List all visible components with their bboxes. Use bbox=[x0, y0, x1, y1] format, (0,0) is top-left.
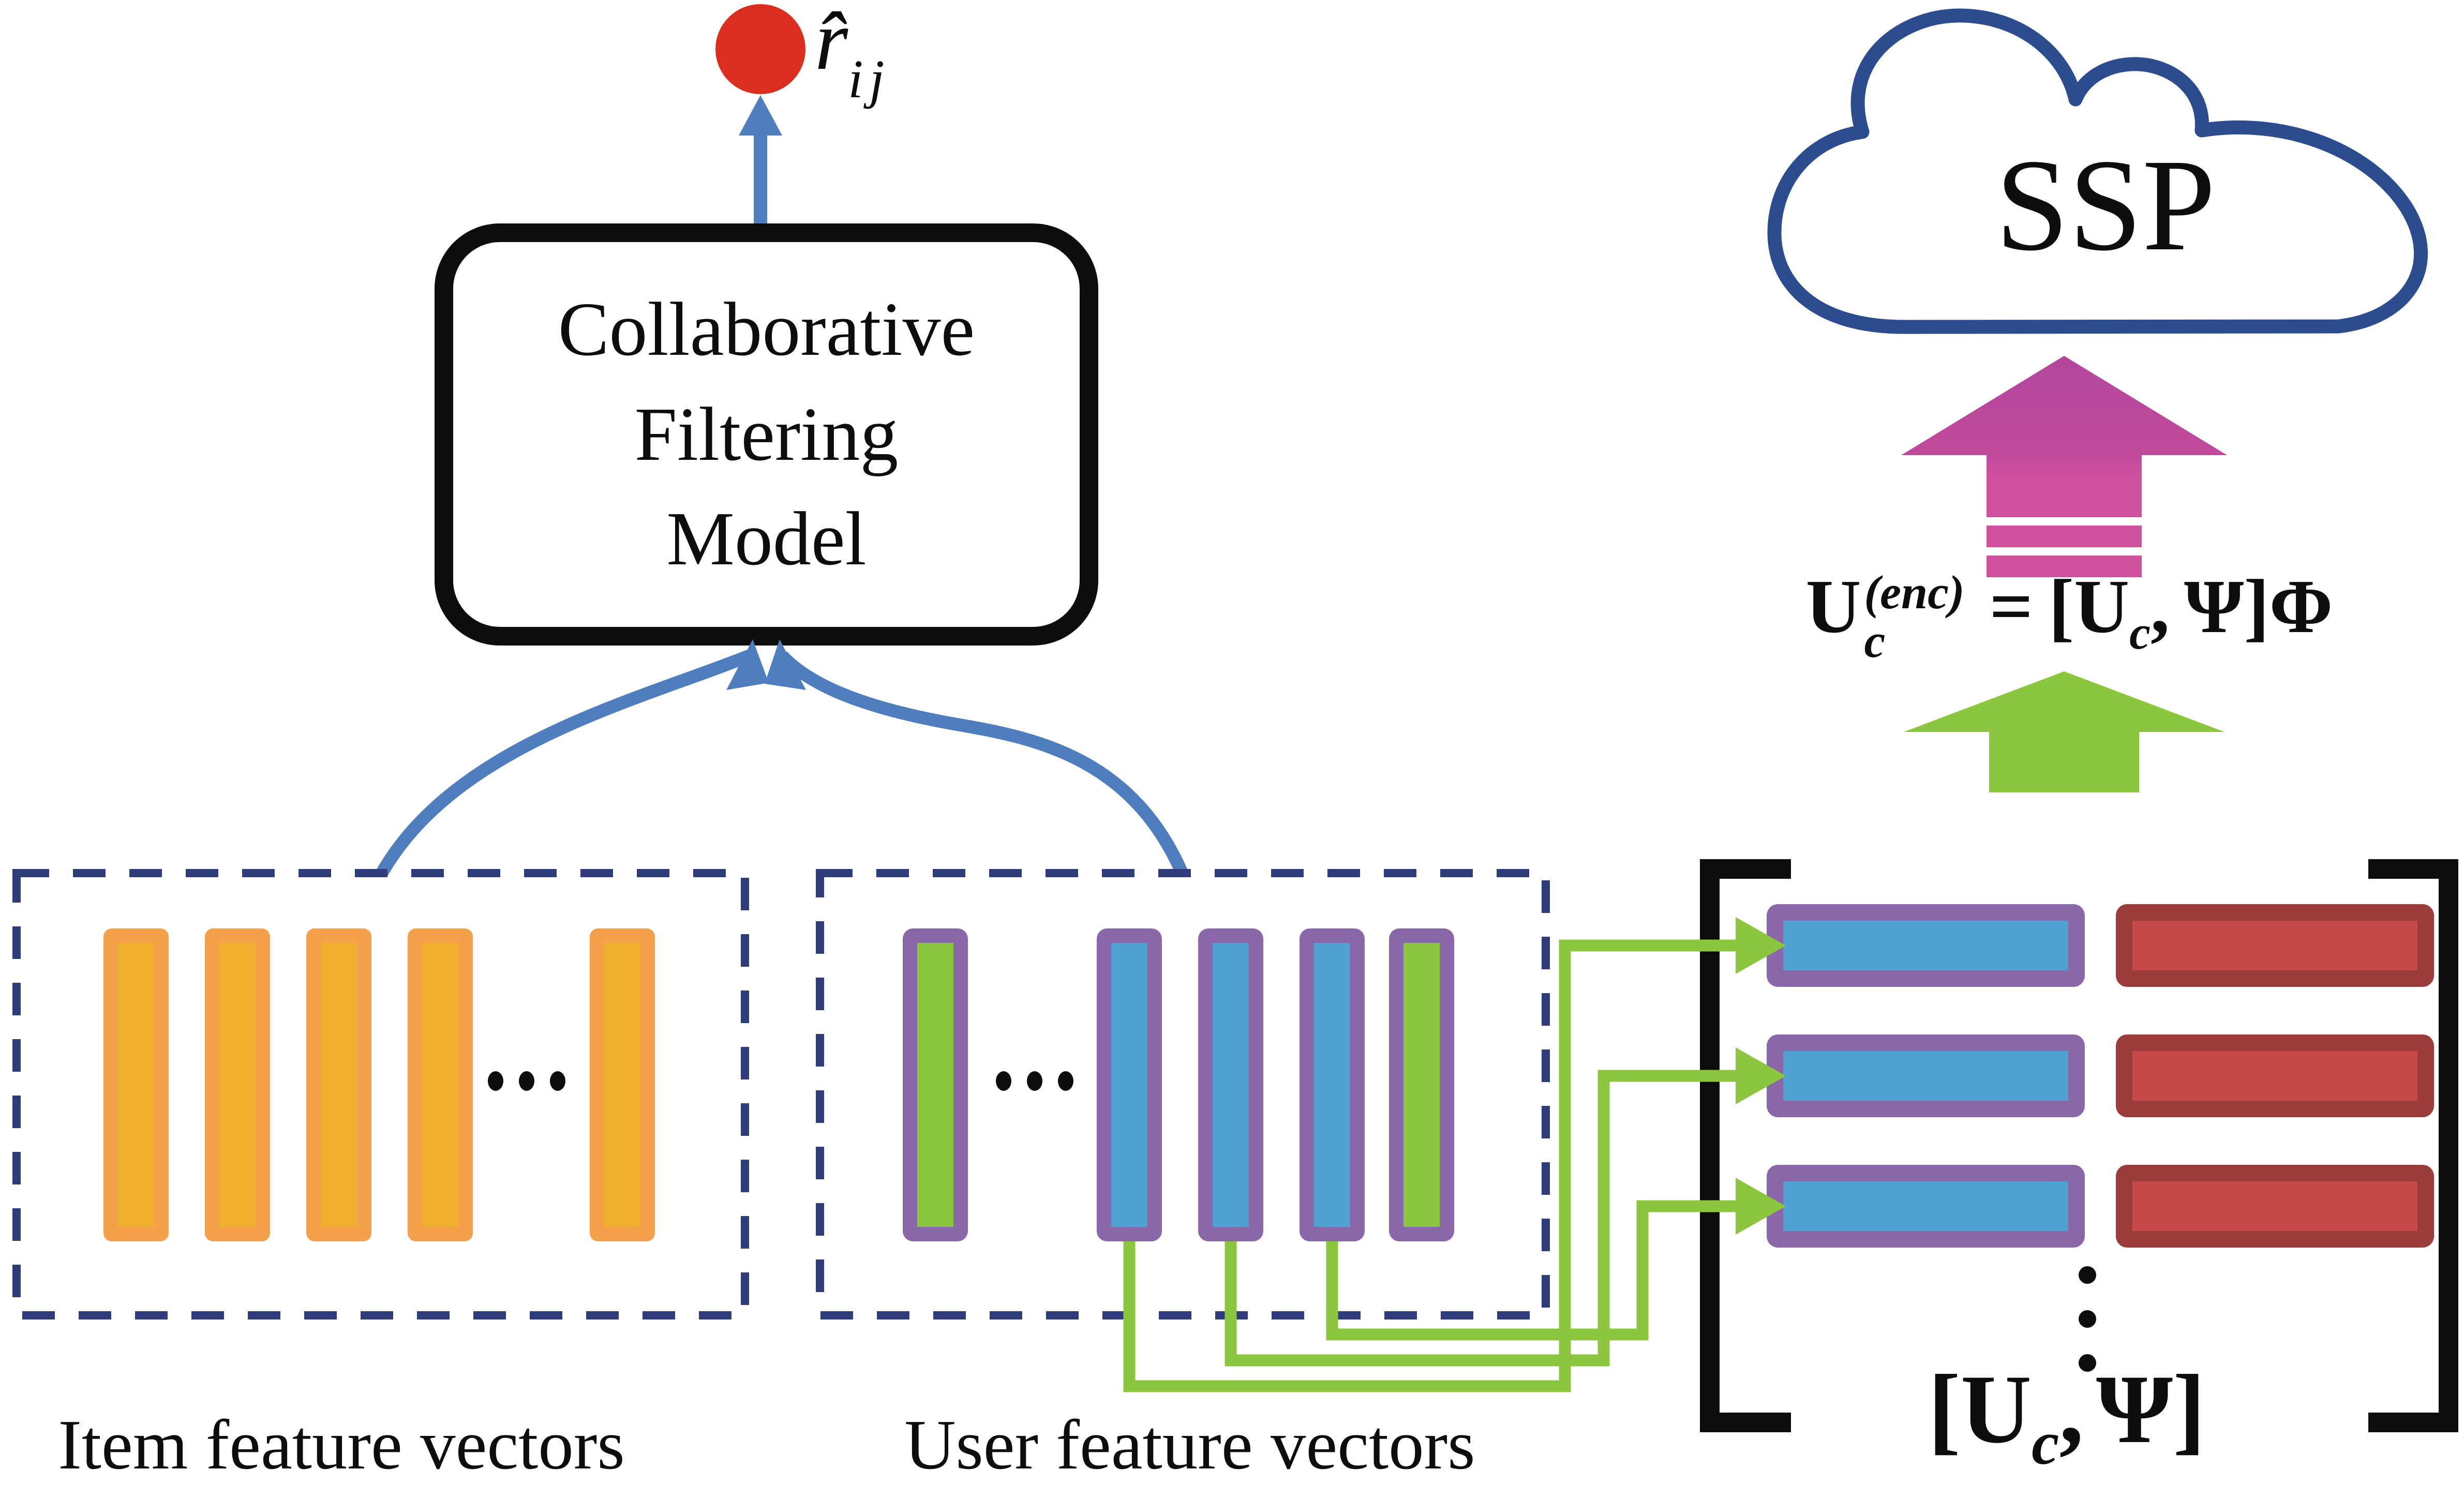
prediction-subscript: ij bbox=[848, 49, 891, 109]
equation-close-bracket: ] bbox=[2244, 564, 2269, 649]
user-feature-box bbox=[816, 869, 1550, 1319]
matrix-label-psi: Ψ bbox=[2096, 1355, 2173, 1464]
matrix-label-u: U bbox=[1960, 1355, 2032, 1464]
matrix-label-close: ] bbox=[2173, 1355, 2206, 1464]
encoding-equation: U(enc)c=[Uc,Ψ]Φ bbox=[1692, 561, 2447, 666]
cloud-icon bbox=[1767, 8, 2428, 334]
matrix-label-comma: , bbox=[2059, 1355, 2084, 1464]
equation-phi: Φ bbox=[2269, 564, 2333, 649]
equation-psi: Ψ bbox=[2184, 564, 2244, 649]
model-box-line: Filtering bbox=[634, 392, 899, 477]
prediction-label: r̂ij bbox=[815, 0, 891, 106]
item-ellipsis-dots-icon bbox=[488, 1071, 565, 1091]
equation-u: U bbox=[1805, 564, 1861, 649]
green-upload-arrow bbox=[1904, 671, 2224, 792]
matrix-right-bracket bbox=[2368, 859, 2458, 1432]
matrix-vertical-dots-icon bbox=[2079, 1266, 2096, 1372]
item-curve-arrowhead bbox=[726, 639, 769, 690]
equation-sup: (enc) bbox=[1864, 566, 1965, 619]
user-to-matrix-arrowheads bbox=[1736, 917, 1786, 1235]
user-box-caption: User feature vectors bbox=[904, 1405, 1475, 1484]
magenta-stripe bbox=[1987, 526, 2142, 547]
item-box-caption: Item feature vectors bbox=[58, 1405, 625, 1484]
equation-u2: U bbox=[2074, 564, 2130, 649]
cloud-label: SSP bbox=[1995, 132, 2216, 278]
matrix-label-sub: c bbox=[2032, 1408, 2059, 1477]
model-box-line: Collaborative bbox=[558, 287, 975, 372]
user-curve-arrowhead bbox=[765, 639, 806, 690]
matrix-label: [Uc,Ψ] bbox=[1857, 1360, 2276, 1474]
equation-open-bracket: [ bbox=[2048, 564, 2074, 649]
equation-supsub: (enc)c bbox=[1864, 568, 1964, 666]
model-box-line: Model bbox=[666, 497, 867, 582]
matrix-user-bars bbox=[1767, 904, 2085, 1248]
matrix-left-bracket bbox=[1700, 859, 1791, 1432]
prediction-node bbox=[715, 4, 805, 94]
user-to-matrix-links bbox=[1123, 939, 1739, 1392]
magenta-stripe bbox=[1987, 556, 2142, 577]
equation-sub2: c bbox=[2129, 606, 2151, 659]
item-to-model-curve bbox=[376, 650, 752, 877]
item-feature-bars bbox=[103, 928, 655, 1241]
user-to-model-curve bbox=[777, 651, 1188, 876]
model-to-prediction-arrowhead bbox=[739, 95, 782, 136]
equation-equals: = bbox=[1989, 564, 2033, 649]
magenta-upload-arrow bbox=[1901, 356, 2227, 517]
equation-comma: , bbox=[2150, 564, 2170, 649]
matrix-label-open: [ bbox=[1928, 1355, 1961, 1464]
equation-sub: c bbox=[1864, 614, 1886, 667]
model-box bbox=[435, 223, 1098, 646]
prediction-symbol: r̂ bbox=[815, 0, 848, 87]
user-ellipsis-dots-icon bbox=[996, 1071, 1073, 1091]
matrix-noise-bars bbox=[2116, 904, 2434, 1248]
model-box-label: Collaborative Filtering Model bbox=[444, 233, 1089, 636]
user-feature-bars bbox=[903, 928, 1454, 1241]
item-feature-box bbox=[12, 869, 749, 1319]
